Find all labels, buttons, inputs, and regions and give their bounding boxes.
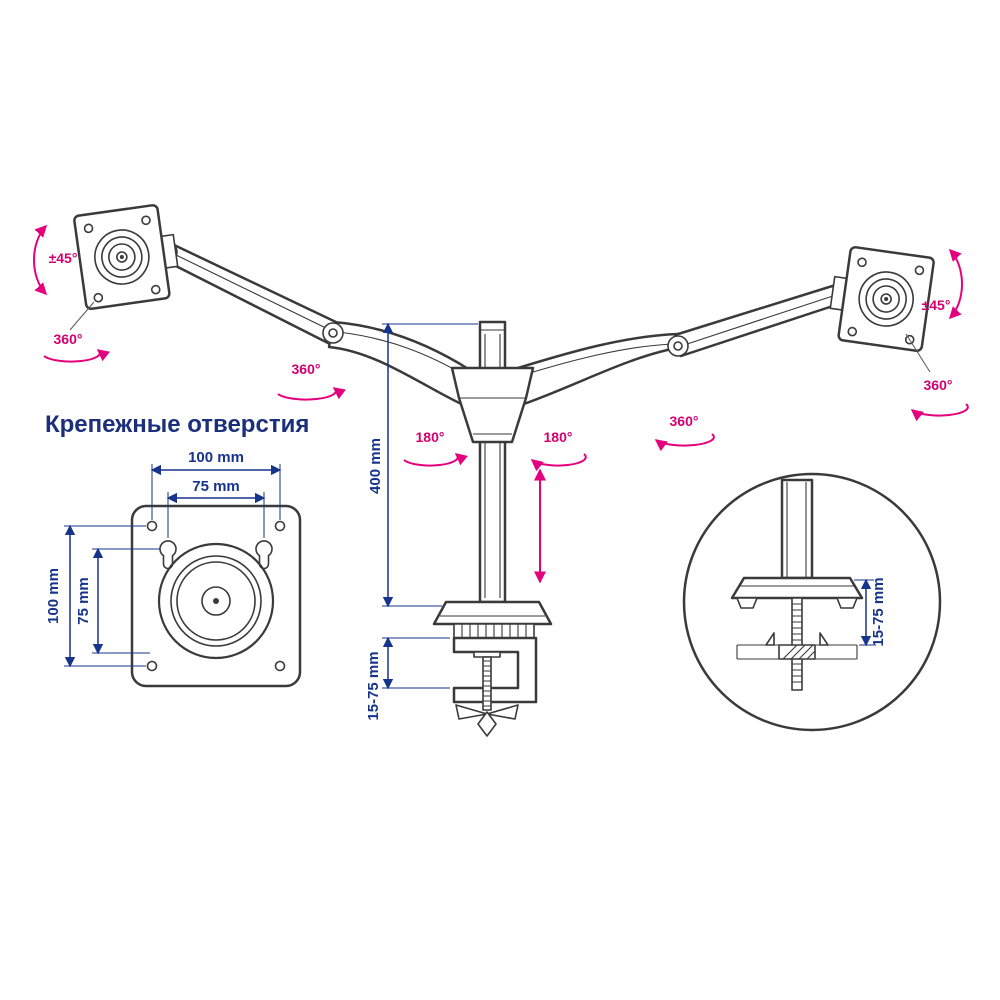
clamp-detail-circle <box>682 472 942 732</box>
vesa-outer-height-label: 100 mm <box>45 568 62 624</box>
right-elbow-joint <box>667 335 689 357</box>
left-plate-rotation-label: 360° <box>54 331 83 347</box>
right-arm-rotation-arc <box>654 433 715 452</box>
desk-clamp <box>432 600 553 737</box>
right-plate-rotation-arc <box>910 403 969 422</box>
left-pivot-arc <box>403 453 468 467</box>
right-upper-arm-detail <box>680 292 843 347</box>
right-pivot-arc <box>530 453 587 472</box>
right-tilt-label: ±45° <box>922 297 951 313</box>
clamp-top-plate <box>432 600 553 626</box>
clamp-detail-pole <box>780 478 814 580</box>
right-arm-rotation-label: 360° <box>670 413 699 429</box>
detail-clamp-range-label: 15-75 mm <box>870 577 887 646</box>
right-plate-leader <box>905 333 931 373</box>
left-pivot-label: 180° <box>416 429 445 445</box>
left-plate-leader <box>69 301 95 331</box>
left-upper-arm <box>162 242 340 345</box>
left-plate-rotation-arc <box>43 349 110 363</box>
vesa-detail: Крепежные отверстия 100 mm 75 mm 100 mm <box>45 411 309 688</box>
pole <box>478 320 507 604</box>
right-vesa-plate <box>829 246 935 353</box>
clamp-detail-arm <box>736 632 858 660</box>
vesa-center-rings <box>157 542 275 660</box>
left-elbow-joint <box>322 322 344 344</box>
left-upper-arm-detail <box>173 253 331 331</box>
clamp-screw <box>482 656 492 711</box>
right-pivot-label: 180° <box>544 429 573 445</box>
vesa-inner-width-label: 75 mm <box>192 478 240 495</box>
vesa-detail-title: Крепежные отверстия <box>45 411 309 438</box>
vesa-dim-horizontal: 100 mm 75 mm <box>150 449 282 538</box>
vesa-keyhole-left <box>159 540 177 570</box>
clamp-detail-dimension: 15-75 mm <box>854 577 887 647</box>
clamp-wing-knob <box>455 704 519 737</box>
vesa-inner-height-label: 75 mm <box>75 577 92 625</box>
dual-arm-assembly <box>73 204 935 737</box>
left-tilt-label: ±45° <box>49 250 78 266</box>
left-vesa-plate <box>73 204 179 311</box>
left-tilt-arc <box>33 224 48 296</box>
right-plate-rotation-label: 360° <box>924 377 953 393</box>
left-lower-arm <box>327 320 472 410</box>
clamp-detail-screw <box>791 597 803 691</box>
rotation-annotations: ±45° 360° 360° 180° 180° 360° 360° ±45° <box>33 224 969 472</box>
center-hub <box>450 366 535 444</box>
clamp-bracket <box>452 636 538 704</box>
left-arm-rotation-arc <box>277 387 346 401</box>
right-lower-arm-detail <box>519 343 675 377</box>
pole-height-label: 400 mm <box>367 438 384 494</box>
right-tilt-arc <box>948 248 963 320</box>
left-arm-rotation-label: 360° <box>292 361 321 377</box>
pole-dimensions: 400 mm 15-75 mm <box>365 322 478 721</box>
vesa-outer-width-label: 100 mm <box>188 449 244 466</box>
clamp-detail: 15-75 mm <box>682 472 942 732</box>
clamp-range-label: 15-75 mm <box>365 651 382 720</box>
vesa-dim-vertical: 100 mm 75 mm <box>45 524 160 668</box>
